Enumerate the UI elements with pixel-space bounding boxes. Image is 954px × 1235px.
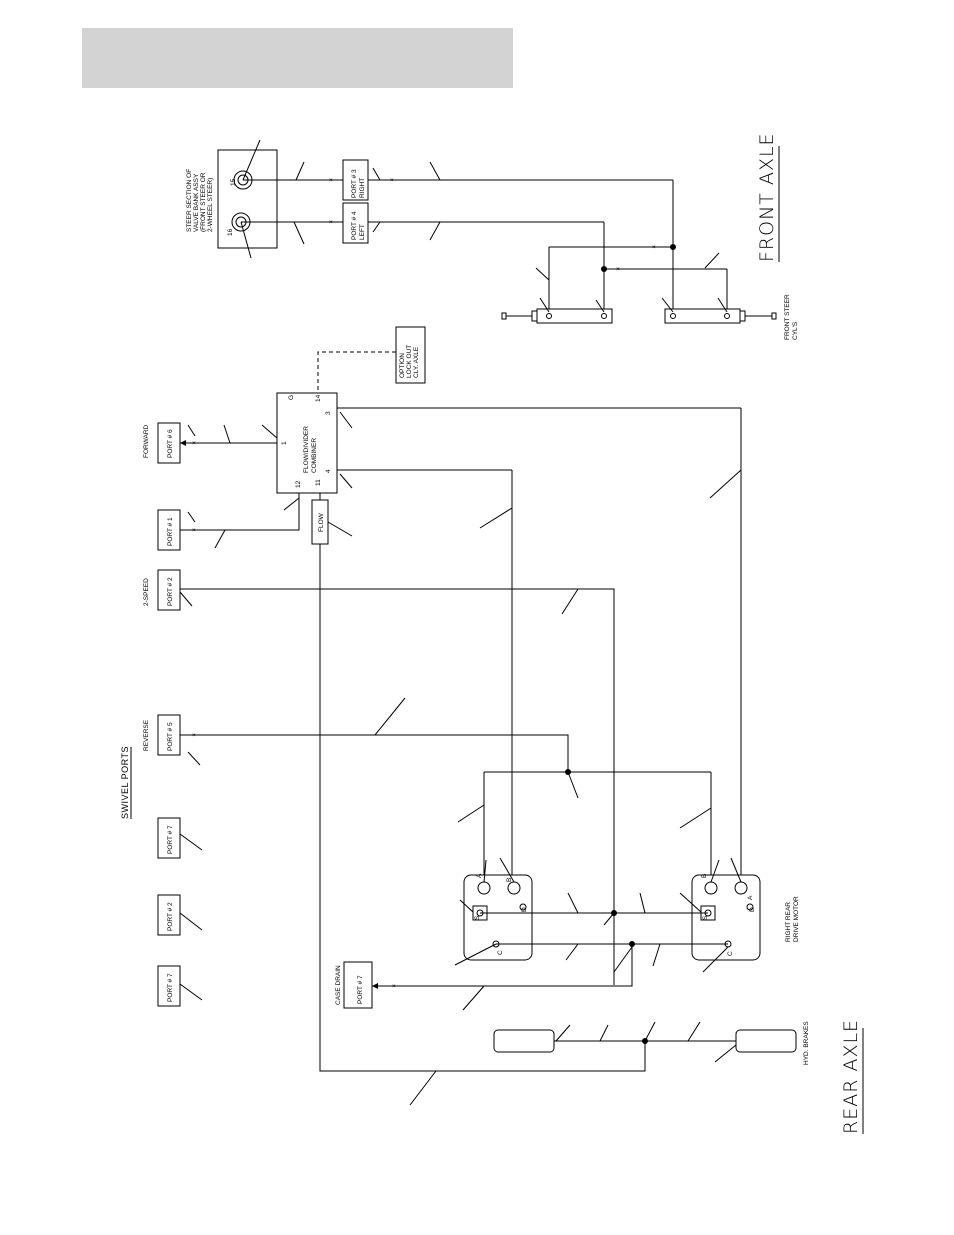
svg-text:PORT # 5: PORT # 5 [167, 722, 174, 751]
svg-text:×: × [392, 983, 396, 990]
case-drain-port-7-box [343, 961, 373, 1009]
right-rear-drive-motor [691, 874, 761, 961]
svg-text:×: × [652, 244, 656, 251]
hyd-brakes-label: HYD. BRAKES [803, 1021, 810, 1065]
flow-divider-combiner [276, 392, 338, 494]
left-brake [493, 1029, 555, 1053]
svg-text:(FRONT STEER OR: (FRONT STEER OR [200, 172, 207, 232]
forward-label: FORWARD [143, 424, 150, 458]
swivel-port-7a-box [157, 817, 181, 859]
svg-text:C: C [727, 951, 734, 956]
svg-text:LEFT: LEFT [359, 224, 366, 240]
svg-text:4: 4 [325, 469, 332, 473]
svg-text:REAR AXLE: REAR AXLE [840, 1019, 862, 1134]
svg-text:G: G [288, 395, 295, 400]
front-steer-cyl-label: FRONT STEER CYL'S [784, 294, 799, 340]
svg-text:SWIVEL PORTS: SWIVEL PORTS [120, 746, 130, 819]
svg-text:PORT # 3: PORT # 3 [351, 169, 358, 198]
svg-text:S: S [702, 915, 709, 920]
rear-axle-title: REAR AXLE [840, 1019, 864, 1134]
swivel-port-7b-box [157, 965, 181, 1007]
svg-text:DRIVE MOTOR: DRIVE MOTOR [793, 896, 800, 942]
svg-text:×: × [329, 177, 333, 184]
svg-text:PORT # 7: PORT # 7 [167, 825, 174, 854]
svg-text:PORT # 6: PORT # 6 [167, 429, 174, 458]
svg-text:×: × [390, 177, 394, 184]
svg-text:A: A [747, 895, 754, 900]
svg-text:FLOW: FLOW [318, 512, 325, 532]
swivel-port-2b-box [157, 894, 181, 936]
svg-text:PORT # 7: PORT # 7 [167, 973, 174, 1002]
port-15-label: 15 [230, 178, 237, 186]
steer-valve-block [217, 149, 278, 249]
svg-text:OPTION: OPTION [399, 353, 406, 378]
svg-text:D: D [521, 907, 528, 912]
svg-text:HYD. BRAKES: HYD. BRAKES [803, 1021, 810, 1065]
svg-text:2-WHEEL STEER): 2-WHEEL STEER) [207, 178, 214, 232]
svg-text:12: 12 [295, 480, 302, 488]
svg-text:B: B [701, 874, 708, 878]
svg-text:×: × [192, 527, 196, 534]
svg-text:A: A [476, 873, 483, 878]
svg-text:PORT # 7: PORT # 7 [357, 975, 364, 1004]
svg-text:×: × [616, 266, 620, 273]
svg-text:RIGHT REAR: RIGHT REAR [785, 902, 792, 942]
svg-text:RIGHT: RIGHT [359, 178, 366, 198]
svg-text:1: 1 [281, 441, 288, 445]
svg-text:STEER SECTION OF: STEER SECTION OF [186, 169, 193, 232]
two-speed-label: 2-SPEED [143, 578, 150, 606]
svg-text:×: × [329, 219, 333, 226]
svg-text:S: S [474, 915, 481, 920]
svg-text:FRONT STEER: FRONT STEER [784, 294, 791, 340]
svg-text:PORT # 2: PORT # 2 [167, 902, 174, 931]
svg-text:COMBINER: COMBINER [311, 438, 318, 473]
svg-text:FRONT AXLE: FRONT AXLE [756, 132, 778, 262]
svg-text:PORT # 4: PORT # 4 [351, 211, 358, 240]
left-rear-drive-motor [463, 874, 533, 961]
port-4-left-box [342, 202, 369, 244]
steer-valve-label: STEER SECTION OF VALVE BANK ASSY (FRONT … [186, 169, 214, 232]
svg-text:11: 11 [315, 479, 322, 486]
svg-text:FLOW/DIVIDER: FLOW/DIVIDER [303, 426, 310, 473]
svg-text:14: 14 [315, 394, 322, 402]
header-bar [82, 28, 513, 88]
reverse-label: REVERSE [143, 719, 150, 751]
right-brake [735, 1029, 797, 1053]
option-lockout-box [395, 326, 426, 384]
swivel-ports-title: SWIVEL PORTS [120, 746, 132, 819]
svg-text:D: D [749, 907, 756, 912]
svg-text:LOCK OUT: LOCK OUT [406, 345, 413, 378]
svg-text:VALVE BANK ASSY: VALVE BANK ASSY [193, 173, 200, 232]
svg-text:C: C [497, 950, 504, 955]
svg-text:3: 3 [325, 411, 332, 415]
svg-text:×: × [192, 732, 196, 739]
svg-text:PORT # 2: PORT # 2 [167, 577, 174, 606]
case-drain-label: CASE DRAIN [335, 965, 342, 1005]
front-axle-title: FRONT AXLE [756, 132, 780, 262]
port-16-label: 16 [227, 228, 234, 236]
svg-text:B: B [506, 878, 513, 882]
svg-text:CYL'S: CYL'S [792, 321, 799, 340]
svg-text:×: × [192, 440, 196, 447]
svg-text:CLY. AXLE: CLY. AXLE [413, 346, 420, 378]
right-rear-motor-label: RIGHT REAR DRIVE MOTOR [785, 896, 800, 942]
svg-text:PORT # 1: PORT # 1 [167, 517, 174, 546]
swivel-port-2-box [157, 569, 181, 611]
front-right-cylinder [664, 308, 741, 324]
